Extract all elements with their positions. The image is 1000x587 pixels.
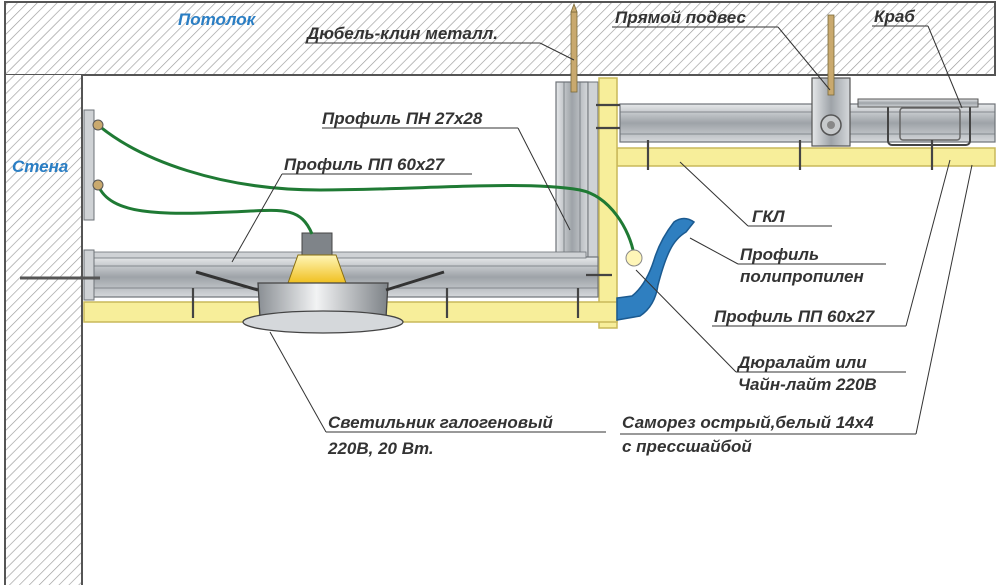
label-lamp-2: 220В, 20 Вт.: [327, 439, 434, 458]
label-poly-profile-2: полипропилен: [740, 267, 864, 286]
pp-profile-upper: [619, 103, 996, 143]
label-pn-profile: Профиль ПН 27х28: [322, 109, 483, 128]
label-lamp-1: Светильник галогеновый: [328, 413, 554, 432]
label-duralight-2: Чайн-лайт 220В: [738, 375, 877, 394]
screws: [191, 103, 934, 318]
label-hanger: Прямой подвес: [615, 8, 746, 27]
label-screw-1: Саморез острый,белый 14х4: [622, 413, 874, 432]
wires: [96, 123, 636, 256]
label-anchor: Дюбель-клин металл.: [305, 24, 498, 43]
crab-connector: [857, 98, 979, 146]
label-wall: Стена: [12, 157, 68, 176]
pn-profile-wall: [20, 109, 100, 301]
gkl-vertical: [598, 77, 618, 329]
label-duralight-1: Дюралайт или: [736, 353, 867, 372]
wall-slab: [4, 2, 83, 585]
label-poly-profile-1: Профиль: [740, 245, 819, 264]
leader-lines: [231, 25, 973, 435]
direct-hanger: [811, 14, 851, 147]
duralight-tube: [625, 249, 643, 267]
label-pp-profile-top: Профиль ПП 60х27: [284, 155, 446, 174]
label-crab: Краб: [874, 7, 915, 26]
label-gkl: ГКЛ: [752, 207, 785, 226]
label-screw-2: с прессшайбой: [622, 437, 752, 456]
label-pp-profile-right: Профиль ПП 60х27: [714, 307, 876, 326]
wall-boxes: [92, 119, 104, 191]
gkl-upper: [616, 147, 996, 167]
anchor-wedge: [570, 2, 578, 93]
label-ceiling: Потолок: [178, 10, 257, 29]
polypropylene-cornice: [616, 217, 696, 321]
pn-profile-vertical: [555, 81, 599, 259]
ceiling-slab: [4, 1, 996, 76]
halogen-lamp: [195, 232, 445, 334]
